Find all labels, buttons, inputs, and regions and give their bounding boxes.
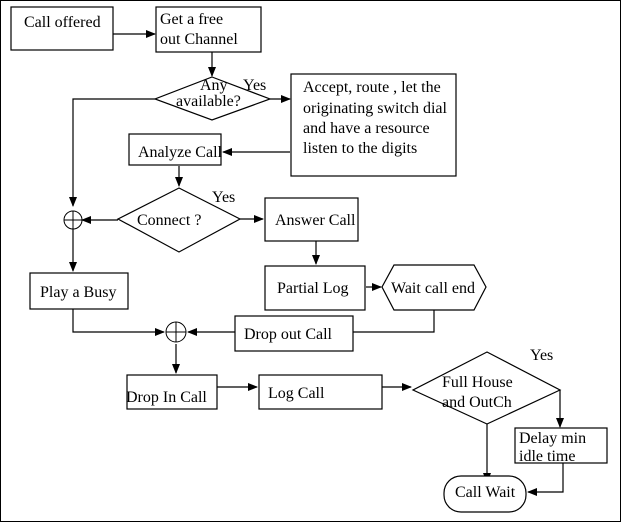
node-call-wait-label: Call Wait (455, 484, 516, 501)
node-any-available (153, 76, 272, 121)
node-drop-in-call-label: Drop In Call (126, 389, 207, 406)
edge-label-connect-yes: Yes (212, 189, 235, 206)
node-play-busy (29, 272, 129, 310)
node-connect-label: Connect ? (137, 212, 201, 229)
node-call-offered-label: Call offered (24, 14, 101, 31)
node-any-available-line1: Any (200, 77, 228, 94)
node-partial-log (264, 265, 366, 311)
node-get-free-channel-line1: Get a free (160, 11, 223, 28)
node-drop-in-call (126, 374, 218, 410)
node-get-free-channel (155, 6, 262, 53)
node-delay-idle (514, 427, 608, 464)
edge-delay-to-callwait (527, 463, 564, 496)
node-drop-out-call (234, 315, 354, 352)
node-delay-idle-line1: Delay min (519, 430, 586, 447)
node-answer-call-label: Answer Call (275, 212, 356, 229)
node-log-call-label: Log Call (268, 385, 325, 402)
node-full-house (411, 351, 562, 425)
node-connect (116, 187, 242, 253)
edge-wait-to-dropout (353, 310, 435, 333)
node-delay-idle-line2: idle time (519, 448, 575, 465)
node-get-free-channel-line2: out Channel (160, 31, 238, 48)
node-log-call (258, 374, 383, 410)
node-full-house-line1: Full House (442, 374, 513, 391)
node-accept-route-line2: originating switch dial (303, 100, 448, 117)
edge-label-any-yes: Yes (243, 77, 266, 94)
node-drop-out-call-label: Drop out Call (244, 326, 333, 343)
node-play-busy-label: Play a Busy (40, 284, 116, 301)
node-analyze-call-label: Analyze Call (138, 144, 223, 161)
node-accept-route-line3: and have a resource (303, 120, 430, 137)
edge-any-to-merge1 (69, 98, 155, 207)
node-wait-call-end (381, 264, 487, 311)
node-accept-route-line1: Accept, route , let the (303, 79, 441, 96)
node-partial-log-label: Partial Log (277, 280, 349, 297)
node-call-offered (10, 6, 114, 51)
edge-busy-to-merge2 (72, 309, 165, 336)
node-full-house-line2: and OutCh (442, 394, 512, 411)
edge-label-full-house-yes: Yes (530, 347, 553, 364)
node-accept-route-line4: listen to the digits (303, 140, 417, 157)
node-call-wait (443, 475, 527, 513)
node-answer-call (264, 197, 359, 242)
node-accept-route (290, 73, 457, 177)
node-wait-call-end-label: Wait call end (391, 280, 475, 297)
node-any-available-line2: available? (176, 93, 241, 110)
node-analyze-call (128, 133, 222, 166)
